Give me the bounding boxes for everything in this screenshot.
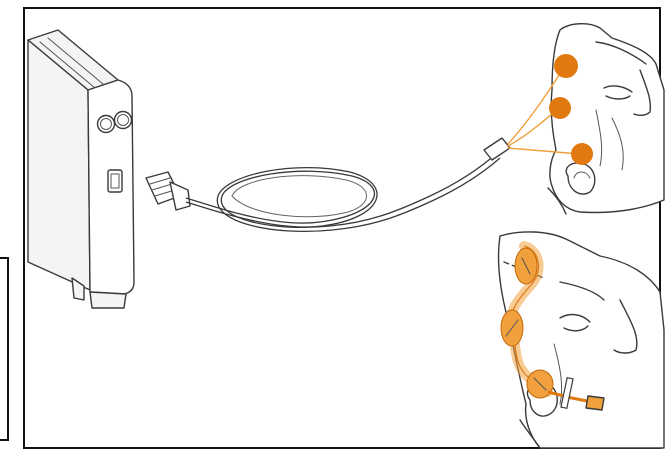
patient-cable <box>146 138 510 231</box>
device-port-icon <box>108 170 122 192</box>
left-edge-frame <box>0 258 8 440</box>
electrode-dot <box>571 143 593 165</box>
patient-head-top <box>548 24 664 214</box>
monitor-device <box>28 30 134 308</box>
electrode-dot <box>549 97 571 119</box>
electrode-dot <box>554 54 578 78</box>
